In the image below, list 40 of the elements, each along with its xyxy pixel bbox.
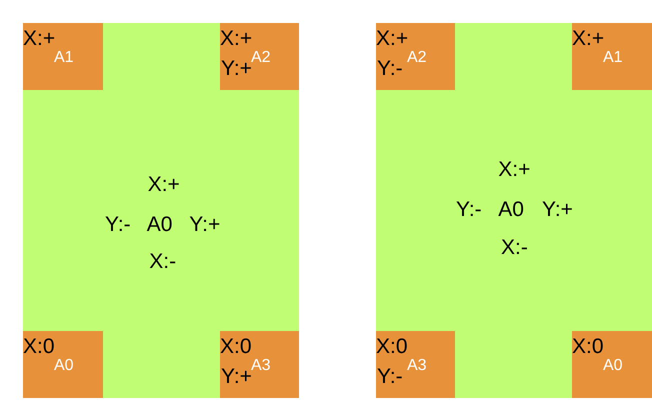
- corner-block: [376, 331, 455, 398]
- axis-label: X:+: [376, 28, 408, 49]
- axis-label: Y:+: [221, 366, 252, 387]
- axis-label: Y:+: [221, 58, 252, 79]
- axis-label: X:+: [148, 174, 180, 196]
- block-id-label: A3: [251, 358, 271, 374]
- corner-block: [220, 23, 299, 90]
- block-id-label: A0: [54, 358, 74, 374]
- axis-label: X:+: [220, 28, 252, 49]
- axis-label: X:0: [376, 336, 408, 357]
- axis-label: X:0: [220, 336, 252, 357]
- axis-label: Y:+: [542, 199, 573, 220]
- block-id-label: A2: [251, 50, 271, 66]
- board-panel: [23, 23, 299, 398]
- axis-label: Y:-: [377, 58, 403, 79]
- axis-label: X:+: [23, 28, 56, 49]
- axis-label: X:-: [501, 236, 528, 258]
- corner-block: [572, 331, 652, 398]
- axis-label: Y:-: [377, 366, 403, 387]
- board-panel: [376, 23, 652, 398]
- block-id-label: A2: [407, 50, 427, 66]
- block-id-label: A1: [603, 50, 623, 66]
- axis-label: X:+: [572, 28, 604, 49]
- corner-block: [376, 23, 455, 90]
- axis-label: Y:+: [189, 214, 220, 235]
- axis-label: X:-: [149, 251, 176, 272]
- block-id-label: A1: [54, 50, 74, 66]
- axis-label: X:0: [572, 336, 604, 357]
- corner-block: [23, 331, 103, 398]
- origin-label: A0: [146, 214, 172, 235]
- block-id-label: A0: [603, 358, 623, 374]
- block-id-label: A3: [407, 358, 427, 374]
- origin-label: A0: [498, 199, 524, 220]
- axis-label: Y:-: [456, 199, 482, 220]
- corner-block: [23, 23, 103, 90]
- axis-label: Y:-: [105, 214, 131, 235]
- corner-block: [220, 331, 299, 398]
- axis-label: X:0: [23, 336, 55, 357]
- corner-block: [572, 23, 652, 90]
- axis-label: X:+: [498, 159, 530, 180]
